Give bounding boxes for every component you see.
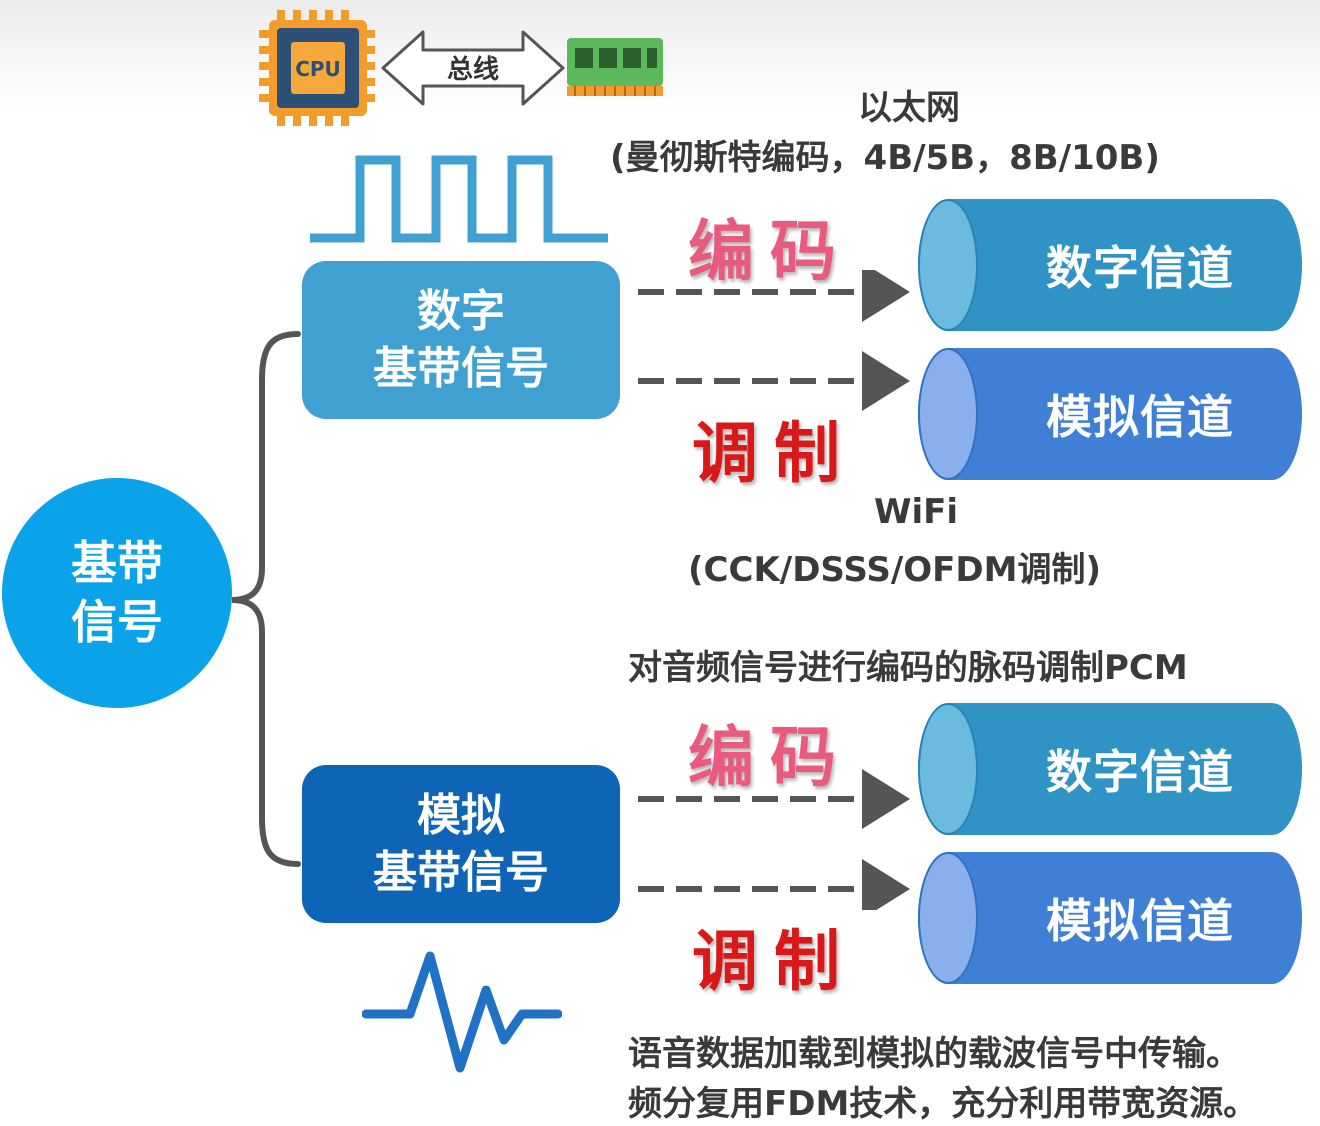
digital-modulate-label: 调制 (692, 415, 856, 492)
bus-double-arrow (381, 30, 565, 106)
brace-connector (231, 331, 301, 867)
baseband-line2: 信号 (71, 595, 163, 649)
pcm-note: 对音频信号进行编码的脉码调制PCM (628, 648, 1188, 688)
fdm-note-line2: 频分复用FDM技术，充分利用带宽资源。 (628, 1084, 1258, 1124)
cpu-pins (259, 10, 375, 126)
square-wave-icon (310, 155, 608, 243)
digital-channel-cylinder-2: 数字信道 (918, 703, 1302, 835)
digital-box-line2: 基带信号 (373, 343, 549, 394)
wifi-detail: (CCK/DSSS/OFDM调制) (688, 550, 1101, 590)
wifi-title: WiFi (874, 492, 959, 532)
digital-channel-label-2: 数字信道 (1046, 745, 1234, 799)
analog-channel-label: 模拟信道 (1046, 390, 1234, 444)
fdm-note-line1: 语音数据加载到模拟的载波信号中传输。 (628, 1034, 1240, 1074)
analog-box-line1: 模拟 (417, 789, 505, 841)
baseband-line1: 基带 (71, 536, 163, 591)
digital-channel-label: 数字信道 (1046, 241, 1234, 295)
digital-baseband-box: 数字 基带信号 (302, 261, 620, 419)
digital-encode-label: 编码 (688, 213, 852, 290)
ethernet-detail: (曼彻斯特编码，4B/5B，8B/10B) (610, 138, 1160, 178)
ethernet-title: 以太网 (858, 88, 960, 128)
pulse-wave-icon (362, 951, 562, 1073)
analog-channel-cylinder: 模拟信道 (918, 348, 1302, 480)
analog-baseband-box: 模拟 基带信号 (302, 765, 620, 923)
dashed-arrows (638, 270, 910, 910)
analog-channel-label-2: 模拟信道 (1046, 894, 1234, 948)
cpu-text: CPU (295, 57, 341, 81)
cpu-bus-memory-illustration: CPU 总线 (259, 10, 663, 126)
analog-channel-cylinder-2: 模拟信道 (918, 852, 1302, 984)
digital-box-line1: 数字 (417, 285, 505, 337)
analog-modulate-label: 调制 (692, 923, 856, 1000)
cpu-core (291, 42, 345, 94)
analog-box-line2: 基带信号 (373, 847, 549, 898)
baseband-signal-node: 基带 信号 (2, 478, 232, 708)
memory-icon (567, 38, 663, 96)
bus-label: 总线 (447, 55, 499, 85)
analog-encode-label: 编码 (688, 719, 852, 796)
digital-channel-cylinder: 数字信道 (918, 199, 1302, 331)
